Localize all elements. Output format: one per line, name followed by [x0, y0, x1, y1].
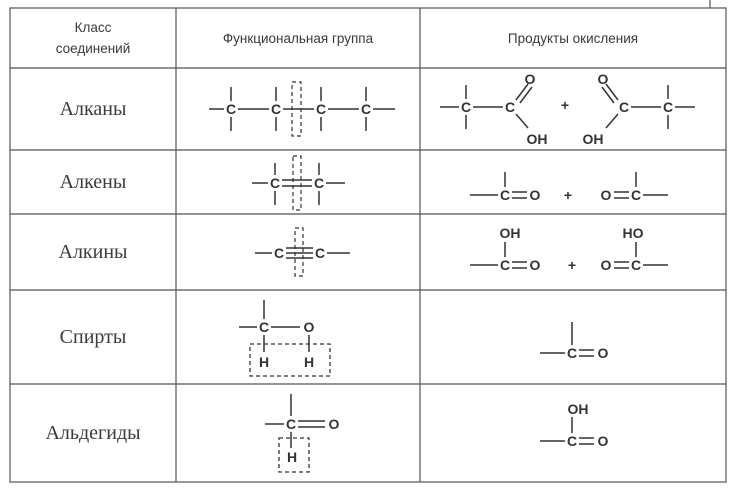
header-class-line1: Класс — [74, 20, 112, 35]
alkyne-product-plus: + — [568, 257, 576, 273]
alkyne-oxidation-products: OH C O + HO O C — [470, 225, 668, 273]
alkene-product-plus: + — [564, 187, 572, 203]
alkyne-product-o1: O — [530, 257, 541, 273]
alkane-atom-c3: C — [316, 101, 326, 117]
class-name-alcohols: Спирты — [59, 325, 127, 348]
alkene-atom-c1: C — [270, 175, 280, 191]
alcohol-oxidation-product: C O — [540, 322, 609, 361]
alkane-product-o1: O — [525, 71, 536, 87]
alkene-atom-c2: C — [314, 175, 324, 191]
alkene-product-o1: O — [530, 187, 541, 203]
alcohol-product-bonds — [540, 322, 594, 357]
alcohol-atom-h2: H — [304, 354, 314, 370]
aldehyde-atom-c: C — [286, 416, 296, 432]
alkyne-functional-group: C C — [255, 227, 350, 277]
alkane-functional-group: C C C C — [209, 81, 395, 137]
aldehyde-product-c: C — [567, 433, 577, 449]
alcohol-atom-c: C — [259, 319, 269, 335]
aldehyde-functional-group: C O H — [265, 394, 340, 473]
alkyne-product-ho: HO — [623, 225, 644, 241]
alkane-product-plus: + — [561, 97, 569, 113]
alkane-product-bonds — [440, 83, 695, 129]
alkene-oxidation-products: C O + O C — [470, 172, 668, 203]
alkane-product-c2: C — [505, 99, 515, 115]
alkane-atom-c2: C — [271, 101, 281, 117]
alkane-product-oh1: OH — [527, 131, 548, 147]
alkene-cleavage-marker — [292, 155, 302, 211]
header-oxidation-products: Продукты окисления — [507, 30, 639, 46]
aldehyde-product-oh: OH — [568, 401, 589, 417]
alkene-product-c2: C — [631, 187, 641, 203]
alkyne-product-bonds — [470, 242, 668, 269]
alcohol-product-o: O — [598, 345, 609, 361]
aldehyde-h-box — [278, 437, 310, 473]
aldehyde-atom-o: O — [329, 416, 340, 432]
alkyne-product-c1: C — [500, 257, 510, 273]
class-name-alkynes: Алкины — [58, 240, 128, 263]
alkyne-atom-c1: C — [274, 245, 284, 261]
alkane-product-c1: C — [461, 99, 471, 115]
alcohol-atom-h1: H — [259, 354, 269, 370]
table-grid — [9, 0, 727, 483]
alcohol-atom-o: O — [304, 319, 315, 335]
alkyne-cleavage-marker — [294, 227, 304, 277]
alkane-cleavage-marker — [291, 81, 302, 137]
alkyne-product-o2: O — [601, 257, 612, 273]
alkene-product-bonds — [470, 172, 668, 199]
alkyne-atom-c2: C — [315, 245, 325, 261]
alkane-atom-c4: C — [361, 101, 371, 117]
class-name-alkenes: Алкены — [59, 170, 127, 193]
alkane-oxidation-products: C C O OH + O OH C C — [440, 71, 695, 147]
alkene-product-c1: C — [500, 187, 510, 203]
alkane-product-c3: C — [619, 99, 629, 115]
alkane-product-o2: O — [598, 71, 609, 87]
alcohol-product-c: C — [567, 345, 577, 361]
alkene-bonds — [252, 163, 345, 205]
aldehyde-oxidation-product: OH C O — [540, 401, 609, 449]
alcohol-functional-group: C O H H — [239, 300, 331, 377]
alkene-product-o2: O — [601, 187, 612, 203]
alkyne-bonds — [255, 247, 350, 259]
header-functional-group: Функциональная группа — [222, 30, 374, 46]
aldehyde-atom-h: H — [287, 449, 297, 465]
header-class: Класс соединений — [10, 8, 176, 68]
alkane-chain-bonds — [209, 87, 395, 131]
alkene-functional-group: C C — [252, 155, 345, 211]
aldehyde-product-bonds — [540, 417, 594, 445]
alkyne-product-oh: OH — [500, 225, 521, 241]
alkane-atom-c1: C — [226, 101, 236, 117]
class-name-alkanes: Алканы — [59, 97, 127, 120]
aldehyde-product-o: O — [598, 433, 609, 449]
class-name-aldehydes: Альдегиды — [45, 421, 141, 444]
table-border — [9, 7, 727, 483]
header-class-line2: соединений — [55, 41, 131, 56]
alkyne-product-c2: C — [631, 257, 641, 273]
alkane-product-oh2: OH — [583, 131, 604, 147]
aldehyde-bonds — [265, 394, 325, 448]
alkane-product-c4: C — [663, 99, 673, 115]
